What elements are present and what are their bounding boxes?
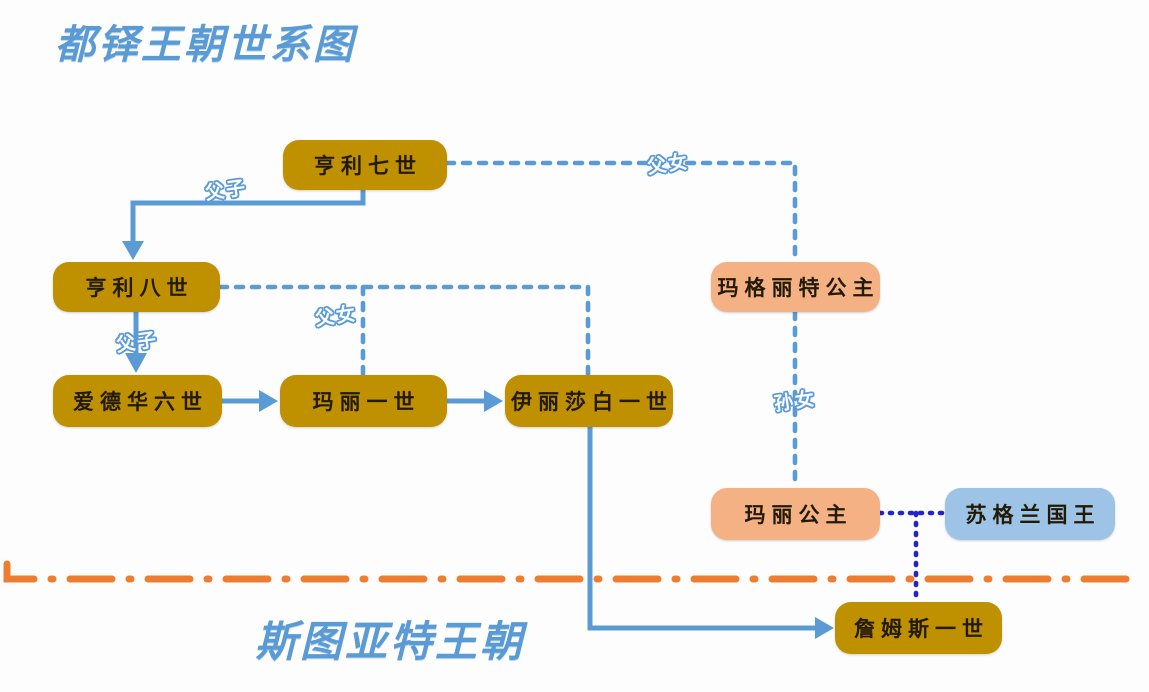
node-elizabeth-i: 伊丽莎白一世: [505, 375, 673, 427]
node-edward-vi: 爱德华六世: [53, 375, 222, 427]
node-princess-mary: 玛丽公主: [711, 488, 880, 540]
node-princess-margaret-label: 玛格丽特公主: [717, 276, 880, 300]
arrowhead-into-mary1: [259, 390, 278, 412]
node-edward-vi-label: 爱德华六世: [73, 390, 208, 414]
edge-elizabeth1-james1: [587, 427, 817, 631]
node-princess-mary-label: 玛丽公主: [744, 503, 853, 527]
edge-henry7-margaret: [444, 160, 798, 265]
node-henry-viii-label: 亨利八世: [85, 276, 194, 300]
footer-title-stuart-dynasty: 斯图亚特王朝: [255, 617, 526, 666]
edge-label-granddaughter: 孙女: [772, 387, 818, 416]
edge-henry8-elizabeth1: [217, 284, 591, 378]
edge-label-father-daughter-1: 父女: [645, 150, 691, 179]
edge-label-father-son-1: 父子: [203, 176, 249, 205]
node-scotland-king: 苏格兰国王: [945, 488, 1115, 540]
node-james-i-label: 詹姆斯一世: [854, 617, 989, 641]
node-henry-vii-label: 亨利七世: [314, 154, 422, 178]
node-mary-i: 玛丽一世: [280, 375, 447, 427]
edge-label-father-son-2: 父子: [114, 328, 160, 357]
arrowhead-into-edward6: [125, 353, 147, 373]
edge-henry7-henry8: [130, 190, 366, 243]
arrowhead-into-james1: [815, 617, 834, 639]
node-princess-margaret: 玛格丽特公主: [711, 262, 880, 312]
page-title-tudor-dynasty: 都铎王朝世系图: [55, 22, 356, 68]
node-mary-i-label: 玛丽一世: [312, 390, 421, 414]
edge-label-father-daughter-2: 父女: [313, 302, 359, 331]
dynasty-divider-line: [3, 560, 1145, 583]
node-henry-viii: 亨利八世: [53, 262, 220, 312]
node-henry-vii: 亨利七世: [283, 140, 447, 190]
node-elizabeth-i-label: 伊丽莎白一世: [511, 390, 673, 414]
node-james-i: 詹姆斯一世: [835, 602, 1002, 654]
arrowhead-into-henry8: [122, 241, 144, 260]
node-scotland-king-label: 苏格兰国王: [965, 503, 1101, 527]
arrowhead-into-elizabeth1: [484, 390, 503, 412]
